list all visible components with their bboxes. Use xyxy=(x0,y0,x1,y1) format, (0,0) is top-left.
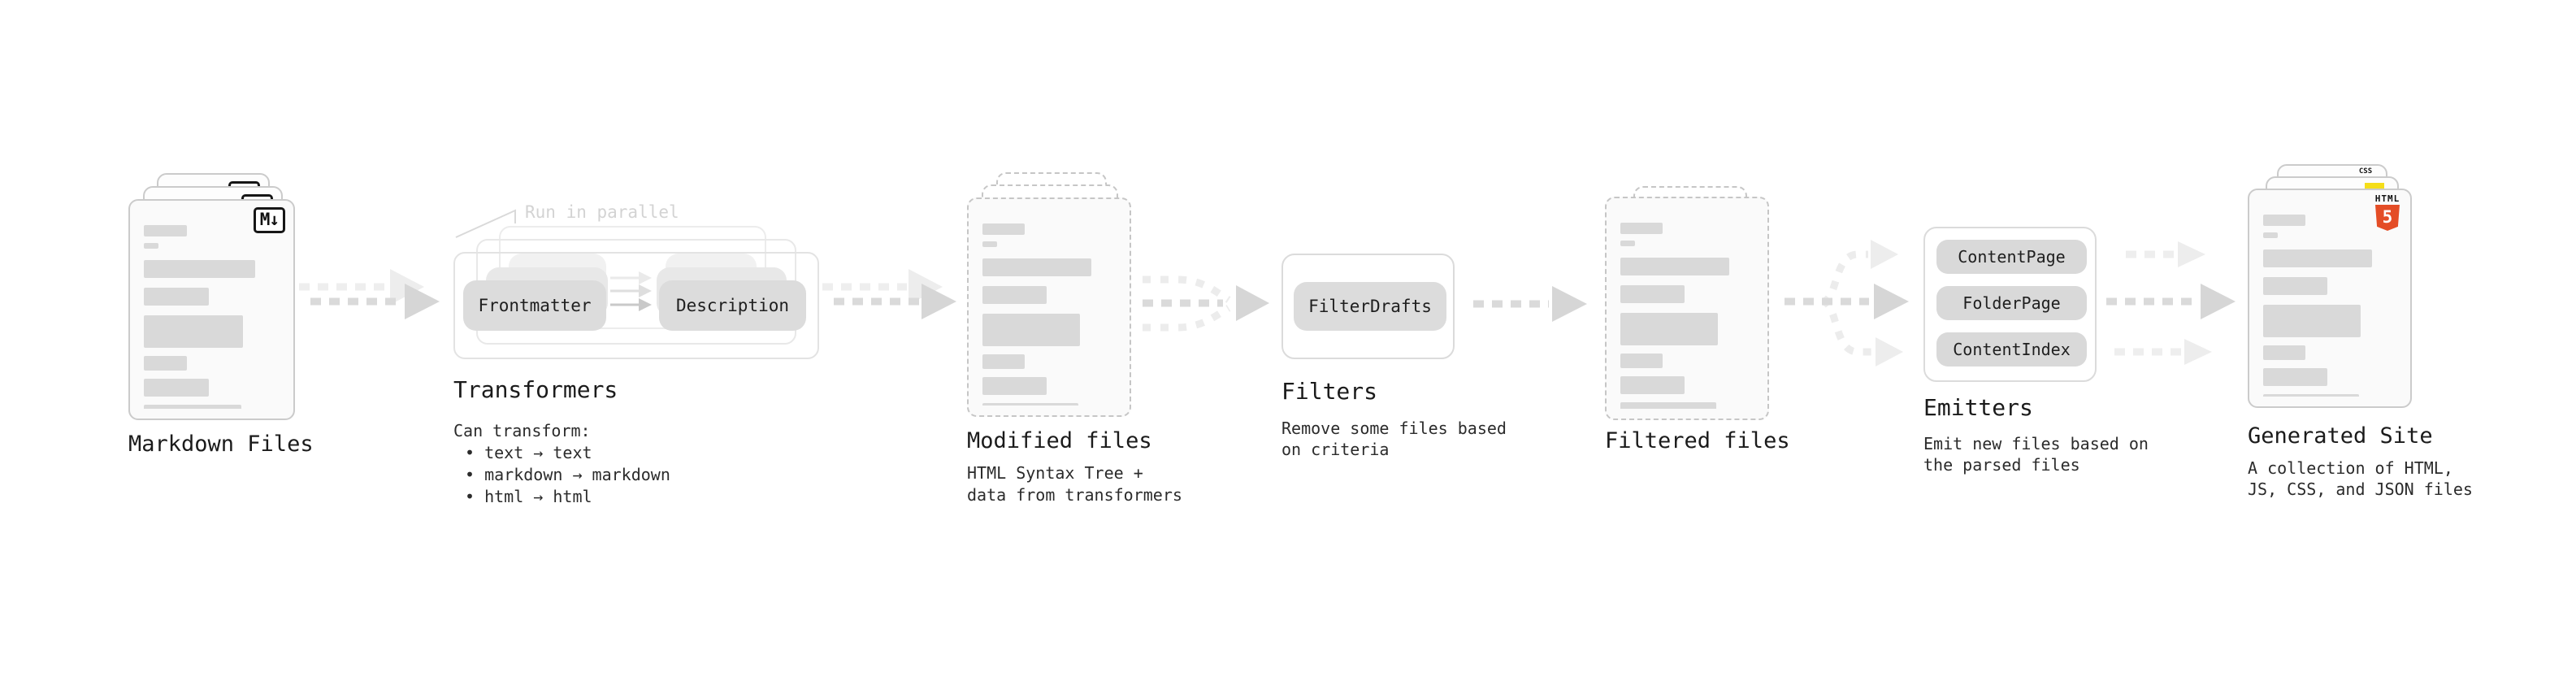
document-placeholder-lines xyxy=(1620,223,1754,409)
emitters-title: Emitters xyxy=(1923,394,2033,421)
transformers-body-intro: Can transform: xyxy=(453,421,591,440)
modified-file-card xyxy=(967,197,1131,417)
filter-drafts-pill: FilterDrafts xyxy=(1294,282,1446,331)
html5-icon: HTML 5 xyxy=(2372,194,2403,231)
text-line-placeholder xyxy=(982,286,1047,304)
html5-shield: 5 xyxy=(2375,205,2400,231)
arrow-filtered-to-emitters xyxy=(1785,240,1909,367)
transformers-title: Transformers xyxy=(453,376,618,403)
text-line-placeholder xyxy=(1620,223,1663,234)
text-line-placeholder xyxy=(144,225,188,236)
note-connector-line xyxy=(455,209,516,238)
emitter-folderpage-pill: FolderPage xyxy=(1936,286,2087,320)
arrow-modified-to-filters xyxy=(1143,275,1269,332)
arrow-emitters-to-generated xyxy=(2106,241,2236,365)
text-line-placeholder xyxy=(1620,354,1663,368)
text-line-placeholder xyxy=(2263,394,2360,397)
transformers-bullet: • markdown → markdown xyxy=(465,465,670,484)
run-in-parallel-note: Run in parallel xyxy=(525,202,679,222)
document-placeholder-lines xyxy=(2263,215,2396,397)
generated-file-card: HTML 5 xyxy=(2248,189,2412,408)
text-line-placeholder xyxy=(144,243,159,249)
text-line-placeholder xyxy=(144,405,242,409)
emitter-contentpage-pill: ContentPage xyxy=(1936,240,2087,274)
filtered-file-card xyxy=(1605,197,1769,420)
arrow-filters-to-filtered xyxy=(1473,286,1587,322)
text-line-placeholder xyxy=(144,315,243,348)
text-line-placeholder xyxy=(1620,285,1685,303)
filters-title: Filters xyxy=(1281,378,1378,405)
text-line-placeholder xyxy=(1620,376,1685,394)
text-line-placeholder xyxy=(144,356,188,371)
document-placeholder-lines xyxy=(144,225,280,409)
text-line-placeholder xyxy=(2263,249,2373,267)
text-line-placeholder xyxy=(982,354,1026,369)
filters-panel: FilterDrafts xyxy=(1281,254,1455,359)
text-line-placeholder xyxy=(1620,313,1718,345)
text-line-placeholder xyxy=(1620,402,1717,409)
transformer-layer-front: Frontmatter Description xyxy=(453,252,819,359)
modified-files-description: HTML Syntax Tree + data from transformer… xyxy=(967,463,1182,505)
markdown-file-card: M↓ xyxy=(128,199,295,420)
text-line-placeholder xyxy=(144,379,210,397)
text-line-placeholder xyxy=(2263,215,2306,226)
emitters-description: Emit new files based on the parsed files xyxy=(1923,434,2149,475)
text-line-placeholder xyxy=(144,288,210,306)
arrow-transformers-to-modified xyxy=(822,269,956,319)
markdown-icon: M↓ xyxy=(253,207,285,233)
text-line-placeholder xyxy=(1620,241,1636,246)
text-line-placeholder xyxy=(982,314,1080,346)
text-line-placeholder xyxy=(982,223,1026,235)
generated-site-description: A collection of HTML, JS, CSS, and JSON … xyxy=(2248,458,2473,499)
emitter-contentindex-pill: ContentIndex xyxy=(1936,332,2087,367)
transformer-description-pill: Description xyxy=(659,280,806,331)
filtered-files-label: Filtered files xyxy=(1605,428,1790,453)
filters-description: Remove some files based on criteria xyxy=(1281,419,1507,459)
text-line-placeholder xyxy=(982,377,1047,395)
document-placeholder-lines xyxy=(982,223,1116,406)
text-line-placeholder xyxy=(2263,305,2361,337)
modified-files-label: Modified files xyxy=(967,428,1152,453)
arrow-markdown-to-transformers xyxy=(299,269,440,319)
transformer-pill-arrows xyxy=(610,271,652,311)
transformer-frontmatter-pill: Frontmatter xyxy=(463,280,606,331)
transformers-description: Can transform: • text → text • markdown … xyxy=(453,420,670,508)
generated-site-label: Generated Site xyxy=(2248,423,2433,449)
text-line-placeholder xyxy=(144,260,255,278)
markdown-files-label: Markdown Files xyxy=(128,432,314,457)
text-line-placeholder xyxy=(2263,277,2327,295)
text-line-placeholder xyxy=(2263,232,2279,238)
text-line-placeholder xyxy=(982,258,1092,276)
text-line-placeholder xyxy=(1620,258,1730,275)
text-line-placeholder xyxy=(2263,368,2327,386)
transformers-bullet: • text → text xyxy=(465,443,592,462)
emitters-panel: ContentPage FolderPage ContentIndex xyxy=(1923,227,2097,382)
text-line-placeholder xyxy=(982,241,998,247)
transformers-bullet: • html → html xyxy=(465,487,592,506)
text-line-placeholder xyxy=(982,403,1079,406)
text-line-placeholder xyxy=(2263,345,2306,360)
